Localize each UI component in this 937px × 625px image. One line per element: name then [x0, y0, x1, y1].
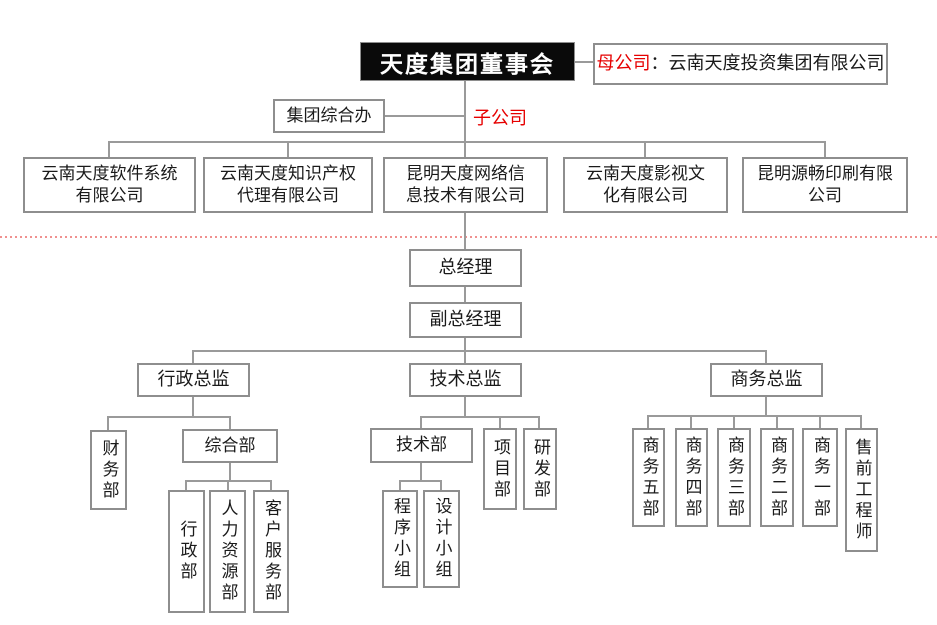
- subsidiary-box-software: 云南天度软件系统有限公司: [23, 157, 196, 213]
- connector-line: [647, 415, 649, 428]
- connector-line: [420, 416, 422, 428]
- admin-director-box: 行政总监: [137, 363, 250, 397]
- deputy-general-manager-box: 副总经理: [409, 302, 522, 338]
- connector-line: [192, 350, 194, 363]
- group-office-box: 集团综合办: [273, 99, 385, 133]
- subsidiary-box-network-info: 昆明天度网络信息技术有限公司: [383, 157, 548, 213]
- hr-dept-box: 人力资源部: [209, 490, 246, 613]
- connector-line: [464, 350, 466, 363]
- connector-line: [860, 415, 862, 428]
- connector-line: [647, 415, 861, 417]
- customer-service-dept-box: 客户服务部: [253, 490, 289, 613]
- parent-company-box: 母公司：云南天度投资集团有限公司: [593, 43, 888, 85]
- connector-line: [287, 141, 289, 157]
- subsidiary-box-ip-agency: 云南天度知识产权代理有限公司: [203, 157, 373, 213]
- connector-line: [192, 350, 767, 352]
- connector-line: [824, 141, 826, 157]
- connector-line: [464, 397, 466, 416]
- biz-unit2-box: 商务二部: [760, 428, 794, 527]
- connector-line: [464, 287, 466, 302]
- tech-director-box: 技术总监: [409, 363, 522, 397]
- tech-dept-box: 技术部: [370, 428, 473, 463]
- project-dept-box: 项目部: [483, 428, 517, 510]
- connector-line: [229, 463, 231, 480]
- presales-engineer-box: 售前工程师: [845, 428, 878, 552]
- admin-dept-box: 行政部: [168, 490, 205, 613]
- general-dept-box: 综合部: [182, 429, 278, 463]
- biz-unit1-box: 商务一部: [802, 428, 838, 527]
- biz-unit3-box: 商务三部: [717, 428, 751, 527]
- connector-line: [575, 61, 593, 63]
- connector-line: [776, 415, 778, 428]
- connector-line: [107, 416, 109, 430]
- program-team-box: 程序小组: [382, 490, 418, 588]
- connector-line: [399, 480, 401, 490]
- biz-unit5-box: 商务五部: [632, 428, 665, 527]
- connector-line: [385, 115, 464, 117]
- connector-line: [270, 480, 272, 490]
- connector-line: [399, 480, 442, 482]
- general-manager-box: 总经理: [409, 249, 522, 287]
- connector-line: [499, 416, 501, 428]
- connector-line: [690, 415, 692, 428]
- subsidiary-box-film-culture: 云南天度影视文化有限公司: [563, 157, 728, 213]
- connector-line: [464, 338, 466, 350]
- subsidiary-box-printing: 昆明源畅印刷有限公司: [742, 157, 908, 213]
- connector-line: [538, 416, 540, 428]
- connector-line: [733, 415, 735, 428]
- finance-dept-box: 财务部: [90, 430, 127, 510]
- connector-line: [420, 463, 422, 480]
- connector-line: [108, 141, 110, 157]
- connector-line: [464, 213, 466, 249]
- connector-line: [420, 416, 540, 418]
- biz-director-box: 商务总监: [710, 363, 823, 397]
- subsidiary-label: 子公司: [473, 108, 527, 128]
- parent-company-colon: ：: [650, 53, 669, 74]
- division-dotted-line: [0, 236, 937, 238]
- connector-line: [765, 397, 767, 415]
- board-title-box: 天度集团董事会: [360, 42, 575, 81]
- parent-company-name: 云南天度投资集团有限公司: [668, 53, 885, 74]
- connector-line: [227, 480, 229, 490]
- connector-line: [185, 480, 187, 490]
- connector-line: [192, 397, 194, 416]
- rd-dept-box: 研发部: [523, 428, 557, 510]
- connector-line: [819, 415, 821, 428]
- connector-line: [464, 81, 466, 157]
- connector-line: [765, 350, 767, 363]
- connector-line: [107, 416, 231, 418]
- biz-unit4-box: 商务四部: [675, 428, 708, 527]
- connector-line: [108, 141, 826, 143]
- connector-line: [644, 141, 646, 157]
- connector-line: [229, 416, 231, 429]
- connector-line: [440, 480, 442, 490]
- parent-company-label: 母公司: [596, 53, 651, 74]
- design-team-box: 设计小组: [423, 490, 460, 588]
